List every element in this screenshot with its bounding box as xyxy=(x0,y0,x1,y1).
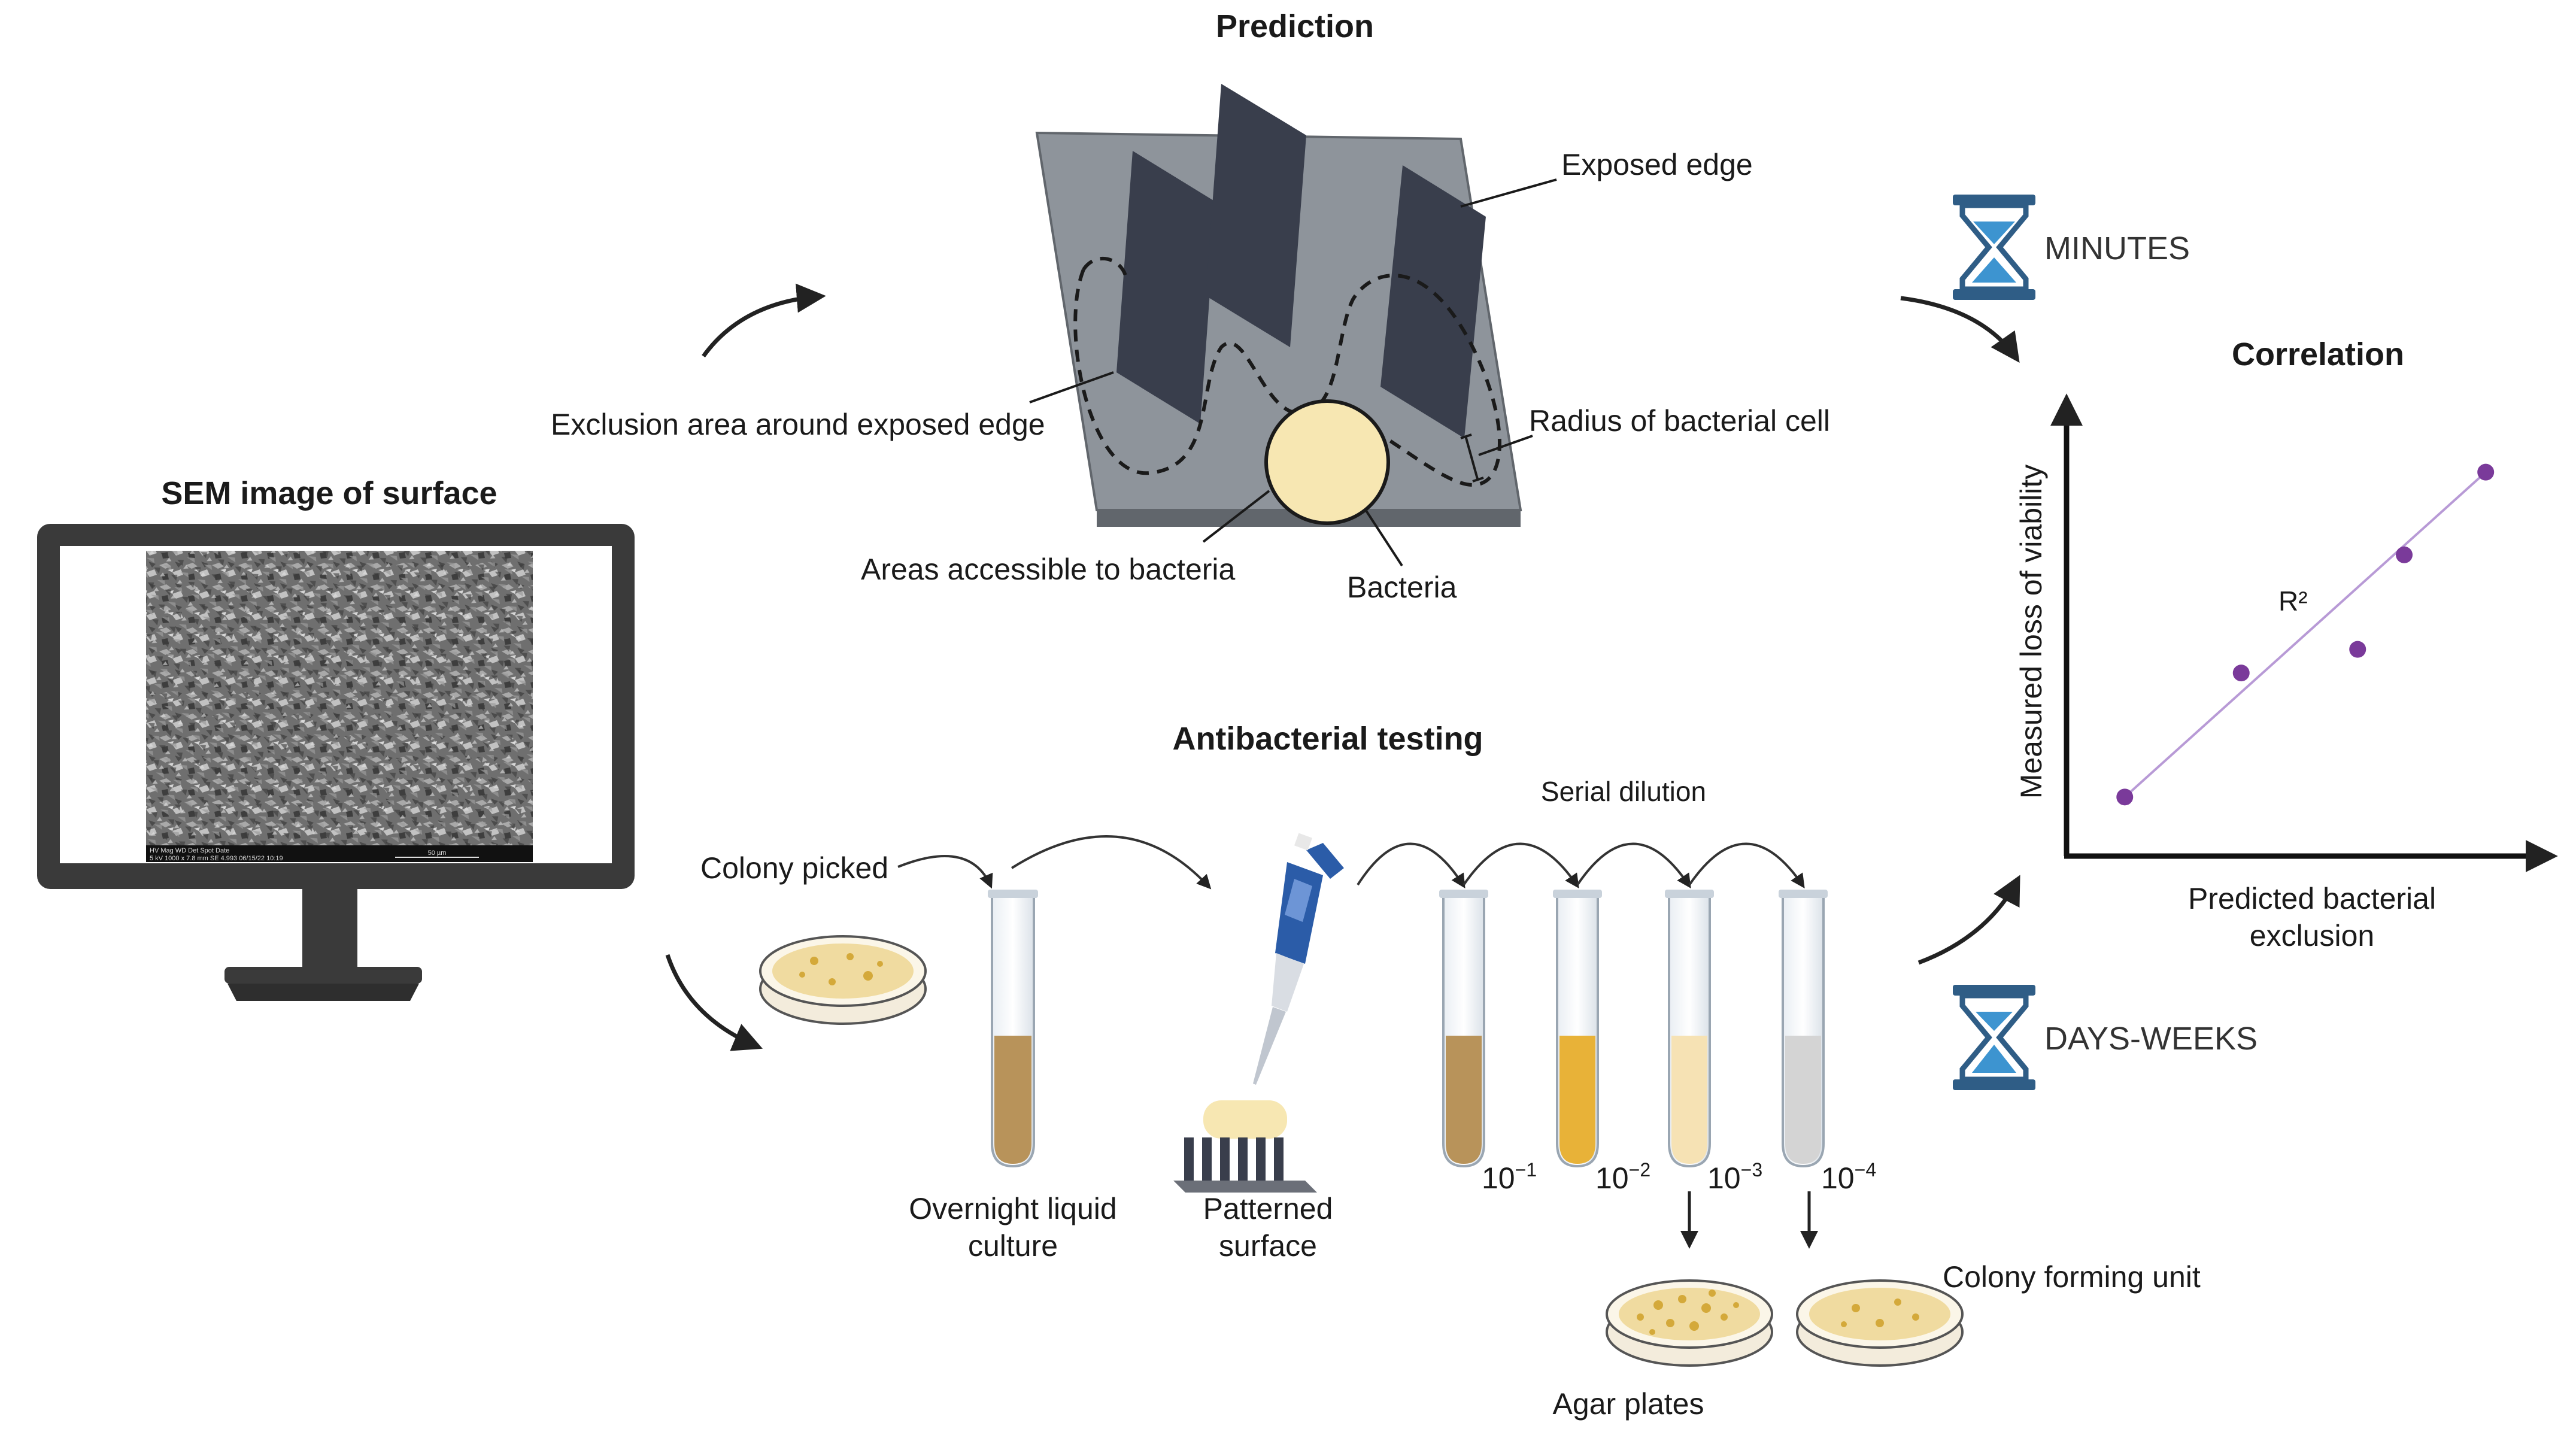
dilution-label-1: 10−1 xyxy=(1482,1159,1537,1195)
pillar-3 xyxy=(1380,165,1486,438)
agar-plate-2 xyxy=(1796,1279,1964,1367)
chart-title: Correlation xyxy=(2232,336,2404,372)
monitor-base xyxy=(224,967,422,984)
label-exposed-edge: Exposed edge xyxy=(1561,148,1753,181)
monitor-neck xyxy=(302,889,357,967)
dilution-label-3: 10−3 xyxy=(1707,1159,1762,1195)
sem-scale-bar: 50 µm xyxy=(428,850,447,857)
overnight-culture-tube xyxy=(988,890,1038,1168)
chart-y-label: Measured loss of viability xyxy=(2014,465,2048,799)
serial-dilution-arrows xyxy=(1357,842,1805,889)
patterned-surface-sample xyxy=(1173,1100,1317,1193)
petri-dish-colony-icon xyxy=(759,935,927,1025)
dilution-arrow-3 xyxy=(1576,842,1691,888)
pipette-icon xyxy=(1253,833,1344,1085)
dilution-arrow-1 xyxy=(1357,842,1466,889)
radius-bracket xyxy=(1460,433,1484,483)
sem-monitor: SEM image of surface HV Mag WD Det Spot … xyxy=(37,475,635,1001)
chart-r2-annotation: R² xyxy=(2278,585,2308,617)
chart-points xyxy=(2116,463,2495,806)
svg-text:HV Mag WD Det Spot: HV Mag WD Det Spot Date xyxy=(150,847,229,854)
arrow-to-prediction xyxy=(702,283,826,358)
prediction-title: Prediction xyxy=(1216,8,1374,44)
label-areas-accessible: Areas accessible to bacteria xyxy=(861,553,1236,586)
sem-info-bar xyxy=(146,845,533,862)
arrow-testing-to-correlation xyxy=(1917,875,2020,965)
label-agar-plates: Agar plates xyxy=(1553,1387,1704,1421)
dilution-tube-4: 10−4 xyxy=(1779,890,1876,1195)
dilution-tube-2: 10−2 xyxy=(1553,890,1650,1195)
chart-point-5 xyxy=(2477,463,2495,481)
hourglass-days-weeks-icon xyxy=(1953,985,2035,1090)
label-radius-cell: Radius of bacterial cell xyxy=(1529,404,1830,438)
sem-title: SEM image of surface xyxy=(161,475,497,511)
antibacterial-title: Antibacterial testing xyxy=(1172,721,1483,757)
agar-plate-1 xyxy=(1606,1279,1773,1367)
label-exclusion-area: Exclusion area around exposed edge xyxy=(551,408,1045,441)
arrow-tube-to-pipette xyxy=(1011,835,1212,890)
pillar-1 xyxy=(1116,151,1216,424)
arrow-colony-to-tube xyxy=(897,855,993,889)
svg-text:culture: culture xyxy=(968,1229,1058,1263)
prediction-panel: Prediction Exposed edge Exclusion area a… xyxy=(551,8,1830,604)
dilution-tube-1: 10−1 xyxy=(1439,890,1537,1195)
chart-point-2 xyxy=(2232,665,2250,682)
label-colony-picked: Colony picked xyxy=(700,851,888,885)
bacterium-cell xyxy=(1264,399,1390,525)
antibacterial-testing-panel: Antibacterial testing Colony picked Over… xyxy=(700,721,2201,1421)
label-minutes: MINUTES xyxy=(2044,230,2190,266)
svg-text:5 kV 1000 x 7.8 mm SE 4.993: 5 kV 1000 x 7.8 mm SE 4.993 06/15/22 10:… xyxy=(150,855,283,862)
label-overnight-culture: Overnight liquid xyxy=(909,1192,1116,1225)
label-patterned-surface: Patterned xyxy=(1203,1192,1333,1225)
correlation-chart: Correlation Measured loss of viability P… xyxy=(2014,336,2558,952)
dilution-tubes: 10−1 10−2 10−3 10−4 xyxy=(1439,890,1876,1195)
chart-x-label-line1: Predicted bacterial xyxy=(2188,882,2436,915)
label-days-weeks: DAYS-WEEKS xyxy=(2044,1021,2258,1057)
arrow-to-testing xyxy=(665,954,763,1051)
dilution-tube-3: 10−3 xyxy=(1665,890,1762,1195)
hourglass-minutes-icon xyxy=(1953,195,2035,300)
label-serial-dilution: Serial dilution xyxy=(1541,776,1706,807)
exclusion-area-contour xyxy=(1073,268,1501,487)
dilution-label-2: 10−2 xyxy=(1595,1159,1650,1195)
chart-x-label-line2: exclusion xyxy=(2250,919,2374,952)
label-colony-forming-unit: Colony forming unit xyxy=(1943,1260,2201,1294)
chart-point-4 xyxy=(2396,546,2413,563)
label-bacteria: Bacteria xyxy=(1347,571,1457,604)
dilution-arrow-2 xyxy=(1463,842,1579,888)
chart-point-1 xyxy=(2116,788,2134,806)
chart-point-3 xyxy=(2349,641,2366,658)
chart-trend-line xyxy=(2123,471,2487,798)
dilution-label-4: 10−4 xyxy=(1821,1159,1876,1195)
arrow-prediction-to-correlation xyxy=(1900,296,2020,363)
svg-text:surface: surface xyxy=(1219,1229,1317,1263)
pillar-2 xyxy=(1206,84,1306,347)
dilution-arrow-4 xyxy=(1688,842,1805,888)
